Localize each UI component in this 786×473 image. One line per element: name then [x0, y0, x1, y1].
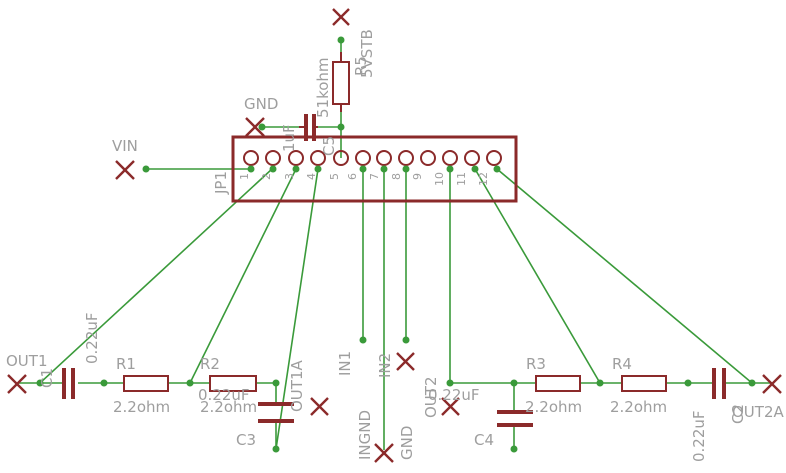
header-jp1[interactable]: 1 2 3 4 5 6 7 8 9 10 11 12 [231, 135, 518, 203]
pin-number-8: 8 [390, 173, 403, 180]
label-r4: R4 [612, 355, 632, 373]
wires [18, 40, 772, 450]
pin-number-9: 9 [411, 173, 424, 180]
wire-pin12-out2a[interactable] [496, 168, 753, 384]
label-gnd-top: GND [244, 95, 278, 113]
label-r2: R2 [200, 355, 220, 373]
label-in1: IN1 [336, 351, 354, 376]
label-c3: C3 [236, 431, 256, 449]
resistor-r1[interactable] [123, 375, 169, 392]
junction-dots [36, 36, 756, 453]
cross-icon-out2a[interactable] [762, 374, 782, 394]
capacitor-c2[interactable] [712, 368, 726, 399]
pin-number-2: 2 [260, 173, 273, 180]
cross-icon-gnd-top[interactable] [245, 117, 265, 137]
pin-number-10: 10 [433, 172, 446, 186]
cross-icon-gnd-bottom[interactable] [374, 443, 394, 463]
label-c4-value: 0.22uF [428, 386, 480, 404]
label-5vstb: 5VSTB [358, 29, 376, 78]
label-r2-value: 2.2ohm [200, 398, 257, 416]
label-r4-value: 2.2ohm [610, 398, 667, 416]
label-r3-value: 2.2ohm [525, 398, 582, 416]
cross-icon-5vstb[interactable] [332, 8, 350, 26]
header-pin-numbers: 1 2 3 4 5 6 7 8 9 10 11 12 [238, 172, 490, 186]
capacitor-c1[interactable] [62, 368, 75, 399]
label-c2-value: 0.22uF [690, 410, 708, 462]
label-out2a: OUT2A [732, 403, 784, 421]
label-vin: VIN [112, 137, 138, 155]
label-r5-value: 51kohm [314, 57, 332, 118]
capacitor-c3[interactable] [258, 402, 294, 423]
wire-pin11-r3r4[interactable] [474, 168, 601, 384]
wire-pin3-r1r2[interactable] [189, 168, 297, 384]
cross-icon-out2[interactable] [441, 397, 460, 416]
cross-icon-out1a[interactable] [310, 397, 329, 416]
label-c5: C5 [320, 136, 338, 156]
resistor-r5[interactable] [332, 52, 350, 112]
cross-icon-vin[interactable] [115, 160, 135, 180]
label-c4: C4 [474, 431, 494, 449]
resistor-r3[interactable] [535, 375, 581, 392]
pin-number-4: 4 [305, 173, 318, 180]
label-c3-value: 0.22uF [198, 386, 250, 404]
label-in2: IN2 [376, 353, 394, 378]
label-out1: OUT1 [6, 352, 48, 370]
label-c2: C2 [729, 404, 747, 424]
label-r3: R3 [526, 355, 546, 373]
label-c1-value: 0.22uF [83, 312, 101, 364]
labels: GND VIN 5VSTB R5 51kohm 1uF C5 JP1 OUT1 … [6, 29, 784, 462]
label-jp1: JP1 [212, 171, 230, 195]
label-out1a: OUT1A [288, 360, 306, 412]
label-gnd-bottom: GND [398, 426, 416, 460]
label-r1: R1 [116, 355, 136, 373]
pin-number-12: 12 [477, 172, 490, 186]
label-out2: OUT2 [422, 377, 440, 419]
pin-number-6: 6 [346, 173, 359, 180]
label-r5: R5 [352, 56, 370, 76]
pin-number-7: 7 [368, 173, 381, 180]
capacitor-c5[interactable] [299, 114, 318, 141]
resistor-r4[interactable] [621, 375, 667, 392]
pin-number-3: 3 [283, 173, 296, 180]
label-ingnd: INGND [356, 410, 374, 460]
cross-icon-out1[interactable] [7, 374, 27, 394]
resistor-r2[interactable] [209, 375, 257, 392]
pin-number-11: 11 [455, 172, 468, 186]
pin-number-1: 1 [238, 173, 251, 180]
net-endpoints [7, 8, 782, 463]
label-c5-value: 1uF [280, 124, 298, 152]
wire-pin2-out1[interactable] [39, 168, 273, 384]
label-r1-value: 2.2ohm [113, 398, 170, 416]
capacitor-c4[interactable] [497, 410, 533, 427]
label-c1: C1 [38, 368, 56, 388]
header-pin-holes [243, 150, 502, 166]
cross-icon-in2[interactable] [396, 352, 415, 371]
pin-number-5: 5 [328, 173, 341, 180]
